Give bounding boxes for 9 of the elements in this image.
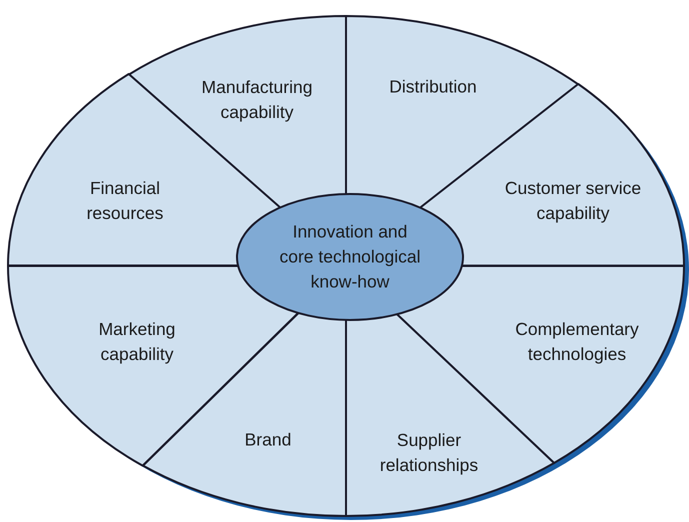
- segment-label: Distribution: [388, 76, 478, 98]
- hub-label: Innovation and core technological know-how: [278, 220, 422, 294]
- segment-label: Complementary technologies: [514, 318, 640, 366]
- segment-label: Marketing capability: [98, 318, 176, 366]
- segment-label: Manufacturing capability: [200, 76, 314, 124]
- segment-label: Brand: [244, 428, 292, 452]
- segment-label: Supplier relationships: [378, 429, 480, 477]
- segment-label: Financial resources: [86, 176, 164, 225]
- segment-label: Customer service capability: [504, 176, 642, 225]
